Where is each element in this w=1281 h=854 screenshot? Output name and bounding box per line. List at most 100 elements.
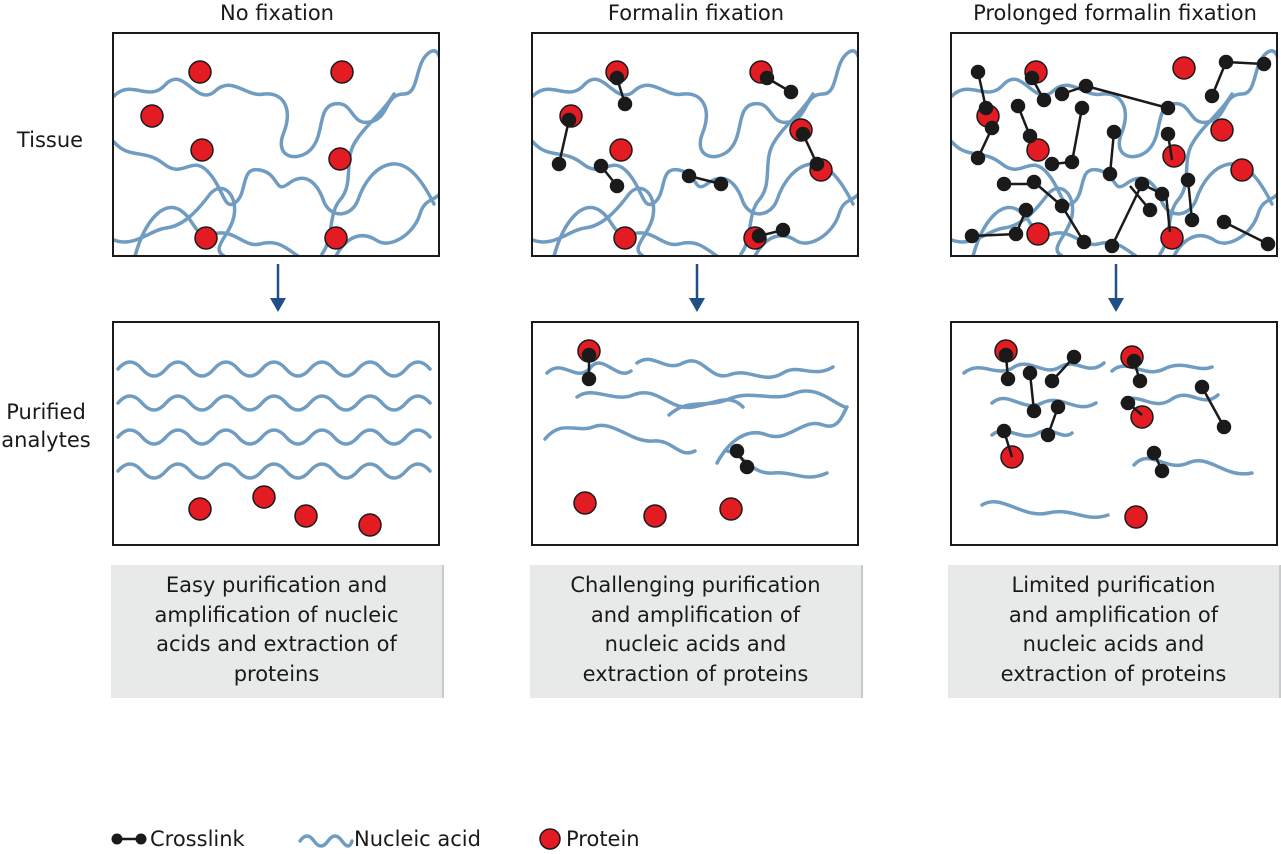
protein-dot bbox=[573, 491, 597, 515]
protein-dot bbox=[1124, 505, 1148, 529]
protein-dot bbox=[328, 147, 352, 171]
nucleic-acid-strand bbox=[114, 186, 237, 255]
nucleic-acid-strand bbox=[962, 361, 1106, 375]
crosslink bbox=[996, 423, 1014, 458]
row-label-tissue: Tissue bbox=[16, 128, 84, 152]
protein-dot bbox=[1210, 118, 1234, 142]
protein-dot bbox=[194, 226, 218, 250]
crosslink bbox=[1141, 182, 1170, 202]
row-label-purified-analytes: Purified analytes bbox=[0, 398, 92, 454]
nucleic-acid-strand bbox=[114, 140, 436, 216]
crosslink bbox=[1085, 84, 1176, 116]
crosslink bbox=[998, 347, 1016, 387]
protein-icon bbox=[539, 828, 561, 850]
nucleic-acid-strand bbox=[980, 500, 1110, 520]
crosslink bbox=[1010, 98, 1038, 144]
nucleic-acid-strand bbox=[753, 193, 857, 255]
crosslink bbox=[1126, 353, 1148, 389]
crosslink bbox=[795, 126, 825, 172]
crosslink bbox=[1160, 126, 1176, 161]
purified-panel-prolonged-fixation bbox=[950, 321, 1278, 546]
crosslink bbox=[1044, 156, 1073, 172]
column-title-no-fixation: No fixation bbox=[220, 1, 334, 25]
crosslink bbox=[609, 70, 633, 112]
nucleic-acid-strand bbox=[116, 360, 432, 378]
protein-dot bbox=[294, 504, 318, 528]
purified-prolonged-drawing bbox=[962, 339, 1254, 529]
nucleic-acid-strand bbox=[1172, 193, 1276, 255]
caption-formalin-fixation: Challenging purification and amplificati… bbox=[530, 565, 863, 698]
crosslink bbox=[751, 222, 791, 244]
nucleic-acid-icon bbox=[298, 834, 354, 848]
legend-crosslink-label: Crosslink bbox=[150, 827, 245, 851]
crosslink bbox=[729, 443, 755, 475]
row-label-analytes: analytes bbox=[1, 428, 91, 452]
row-label-purified: Purified bbox=[6, 400, 86, 424]
purified-formalin-drawing bbox=[543, 339, 849, 528]
down-arrow-icon bbox=[1108, 264, 1124, 312]
crosslink bbox=[551, 112, 577, 172]
nucleic-acid-strand bbox=[739, 92, 815, 255]
protein-dot bbox=[643, 504, 667, 528]
crosslink bbox=[970, 120, 1000, 166]
crosslink bbox=[759, 70, 799, 100]
protein-dot bbox=[330, 60, 354, 84]
protein-dot bbox=[252, 485, 276, 509]
crosslink bbox=[1216, 214, 1276, 252]
nucleic-acid-strand bbox=[543, 423, 697, 455]
tissue-no-fixation-drawing bbox=[114, 49, 438, 255]
protein-dot bbox=[190, 138, 214, 162]
nucleic-acid-strand bbox=[320, 92, 396, 255]
protein-dot bbox=[609, 138, 633, 162]
crosslink bbox=[1194, 379, 1232, 435]
crosslink bbox=[1225, 56, 1272, 72]
tissue-prolonged-drawing bbox=[952, 49, 1276, 255]
column-title-prolonged-formalin-fixation: Prolonged formalin fixation bbox=[973, 1, 1257, 25]
legend-nucleic-acid-label: Nucleic acid bbox=[354, 827, 481, 851]
protein-dot bbox=[1026, 138, 1050, 162]
crosslink bbox=[1024, 70, 1052, 108]
caption-no-fixation: Easy purification and amplification of n… bbox=[111, 565, 444, 698]
column-title-formalin-fixation: Formalin fixation bbox=[607, 1, 785, 25]
nucleic-acid-strand bbox=[575, 391, 745, 410]
nucleic-acid-strand bbox=[635, 357, 835, 379]
purified-no-fixation-drawing bbox=[116, 360, 432, 537]
caption-prolonged-fixation: Limited purification and amplification o… bbox=[948, 565, 1281, 698]
nucleic-acid-strand bbox=[116, 462, 432, 480]
nucleic-acid-strand bbox=[533, 49, 857, 159]
crosslink bbox=[1060, 205, 1092, 250]
legend-protein: Protein bbox=[538, 824, 640, 854]
down-arrow-icon bbox=[689, 264, 705, 312]
crosslink bbox=[1104, 176, 1150, 254]
crosslink bbox=[593, 158, 625, 194]
protein-dot bbox=[188, 497, 212, 521]
protein-dot bbox=[1026, 222, 1050, 246]
crosslink bbox=[1102, 124, 1122, 182]
crosslink bbox=[581, 347, 597, 387]
crosslink bbox=[1120, 395, 1143, 416]
crosslink bbox=[964, 228, 1019, 244]
nucleic-acid-strand bbox=[990, 396, 1098, 409]
tissue-panel-no-fixation bbox=[112, 32, 440, 257]
crosslink bbox=[996, 176, 1034, 192]
protein-dot bbox=[324, 226, 348, 250]
nucleic-acid-strand bbox=[1132, 456, 1254, 476]
protein-dot bbox=[1230, 158, 1254, 182]
nucleic-acid-strand bbox=[116, 394, 432, 412]
nucleic-acid-strand bbox=[545, 361, 633, 375]
crosslink bbox=[970, 64, 994, 116]
nucleic-acid-strand bbox=[114, 49, 438, 159]
tissue-panel-formalin-fixation bbox=[531, 32, 859, 257]
crosslink bbox=[1064, 100, 1090, 170]
purified-panel-no-fixation bbox=[112, 321, 440, 546]
nucleic-acid-strand bbox=[533, 186, 656, 255]
protein-dot bbox=[719, 497, 743, 521]
crosslink bbox=[681, 168, 729, 192]
nucleic-acid-strand bbox=[667, 389, 847, 417]
legend-crosslink: Crosslink bbox=[110, 824, 245, 854]
protein-dot bbox=[140, 104, 164, 128]
protein-dot bbox=[1172, 56, 1196, 80]
protein-dot bbox=[1162, 144, 1186, 168]
nucleic-acid-strand bbox=[116, 428, 432, 446]
down-arrow-icon bbox=[270, 264, 286, 312]
